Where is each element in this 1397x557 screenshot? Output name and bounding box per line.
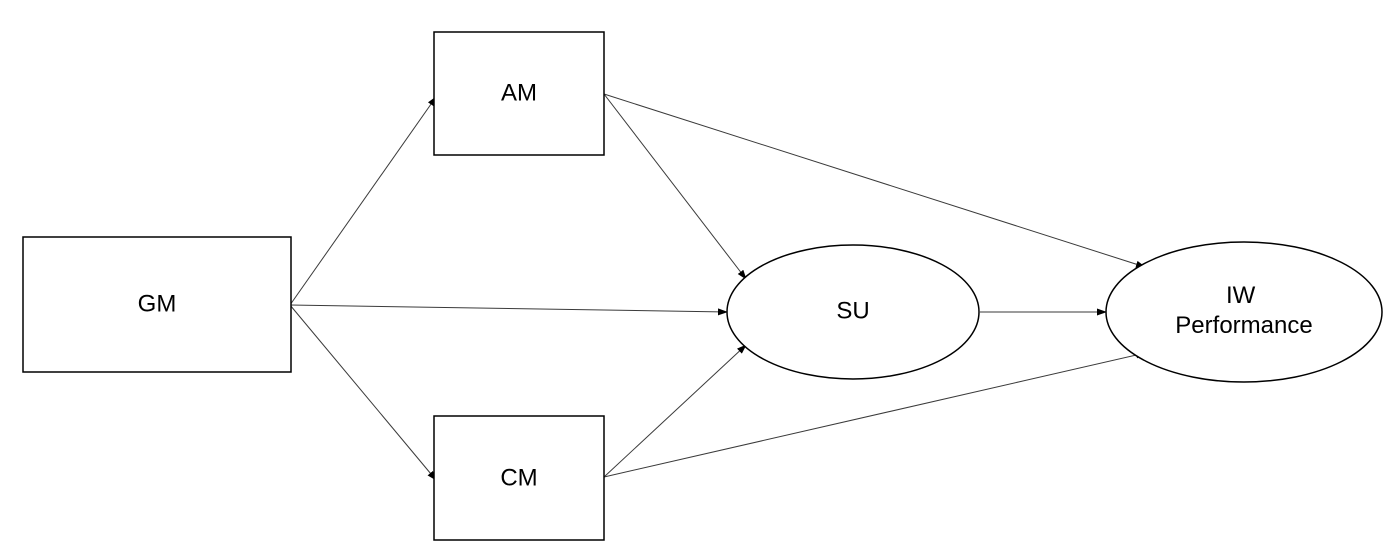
node-cm-box xyxy=(433,415,605,541)
node-gm-label: GM xyxy=(138,290,177,317)
edge-am-to-iw-performance xyxy=(603,93,1146,268)
node-su: SU xyxy=(726,244,980,380)
node-iw-performance-label-line-2: Performance xyxy=(1175,312,1312,339)
node-am-box xyxy=(433,31,605,156)
node-gm-box xyxy=(22,236,292,373)
node-su-ellipse xyxy=(726,244,980,380)
node-am-label: AM xyxy=(501,79,537,106)
node-cm: CM xyxy=(433,415,605,541)
edges-layer xyxy=(289,93,1146,481)
node-iw-performance-ellipse xyxy=(1105,241,1383,383)
node-iw-performance: IW Performance xyxy=(1105,241,1383,383)
node-iw-performance-label: IW Performance xyxy=(1175,282,1312,339)
edge-gm-to-cm xyxy=(289,304,437,481)
node-iw-performance-label-line-1: IW xyxy=(1226,282,1256,309)
edge-gm-to-su xyxy=(289,304,728,316)
edge-gm-to-am xyxy=(289,96,437,306)
node-am: AM xyxy=(433,31,605,156)
node-gm: GM xyxy=(22,236,292,373)
edge-am-to-su xyxy=(603,93,747,280)
nodes-layer: GM AM CM SU IW Performance xyxy=(22,31,1383,541)
edge-cm-to-su xyxy=(603,344,747,478)
edge-cm-to-iw-performance xyxy=(603,351,1146,478)
node-cm-label: CM xyxy=(500,464,537,491)
node-su-label: SU xyxy=(836,297,869,324)
